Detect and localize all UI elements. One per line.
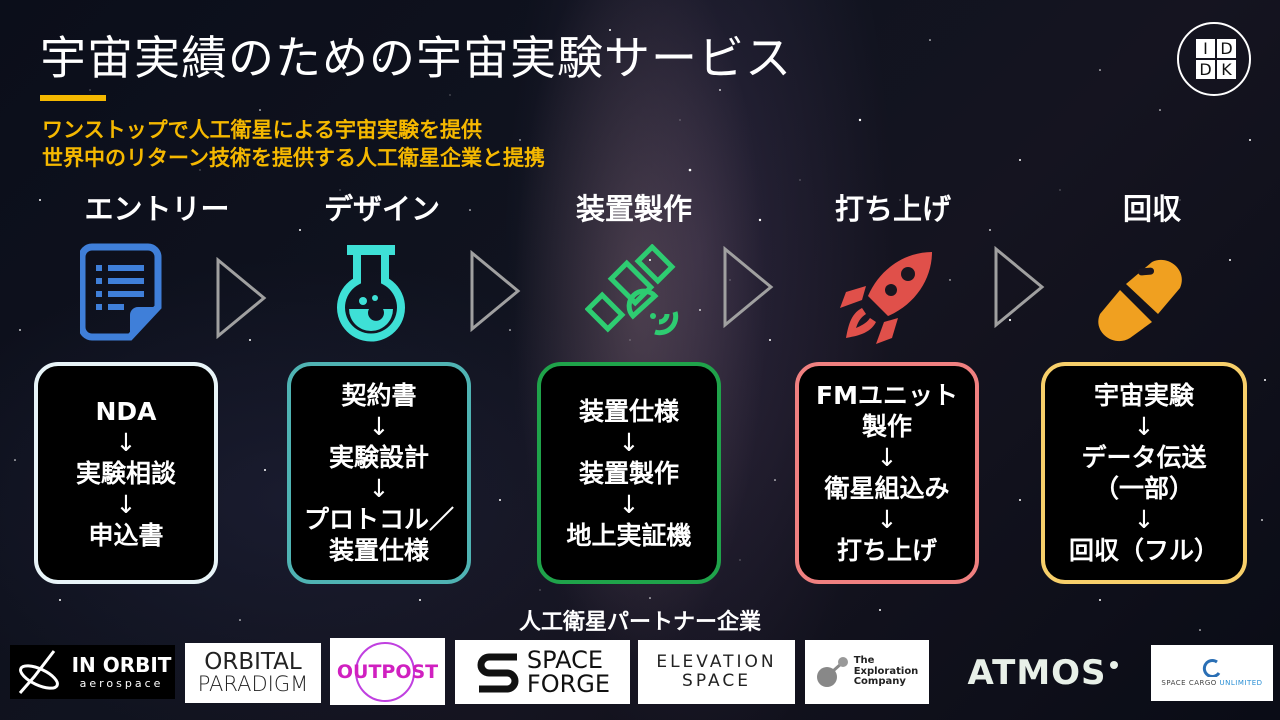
partner-logo-outpost: OUTPOST xyxy=(330,638,445,705)
step-label-launch: 打ち上げ xyxy=(834,192,951,226)
box-line: NDA xyxy=(95,396,157,426)
down-arrow-icon: ↓ xyxy=(876,443,898,472)
step-box-recovery: 宇宙実験 ↓ データ伝送 （一部） ↓ 回収（フル） xyxy=(1041,362,1247,584)
space-forge-sub: FORGE xyxy=(526,670,611,698)
down-arrow-icon: ↓ xyxy=(368,412,390,441)
down-arrow-icon: ↓ xyxy=(115,489,137,519)
subtitle-line-2: 世界中のリターン技術を提供する人工衛星企業と提携 xyxy=(42,146,545,170)
down-arrow-icon: ↓ xyxy=(115,427,137,457)
chevron-right-icon xyxy=(723,246,774,328)
logo-letter: D xyxy=(1217,39,1236,58)
exploration-line-2: Exploration xyxy=(853,665,919,677)
box-line: 実験設計 xyxy=(328,443,429,472)
document-list-icon xyxy=(80,243,162,341)
space-cargo-name: SPACE CARGO xyxy=(1161,679,1217,687)
space-cargo-sub: UNLIMITED xyxy=(1219,679,1263,687)
title-underline-accent xyxy=(40,95,106,101)
elevation-name: ELEVATION xyxy=(656,652,777,673)
down-arrow-icon: ↓ xyxy=(1133,505,1155,534)
box-line: 装置製作 xyxy=(578,458,679,488)
step-box-entry: NDA ↓ 実験相談 ↓ 申込書 xyxy=(34,362,218,584)
down-arrow-icon: ↓ xyxy=(368,474,390,503)
space-cargo-swirl-icon xyxy=(1202,659,1221,677)
box-line: 宇宙実験 xyxy=(1093,381,1194,410)
partner-logo-atmos: ATMOS xyxy=(945,648,1140,698)
partners-title: 人工衛星パートナー企業 xyxy=(518,610,761,635)
down-arrow-icon: ↓ xyxy=(618,489,640,519)
partner-logo-exploration-company: The Exploration Company xyxy=(805,640,929,704)
step-label-fabrication: 装置製作 xyxy=(575,192,692,226)
box-line: （一部） xyxy=(1093,474,1194,503)
chevron-right-icon xyxy=(470,250,521,332)
box-line: 装置仕様 xyxy=(578,396,679,426)
space-forge-name: SPACE xyxy=(526,646,604,674)
iddk-logo: I D D K xyxy=(1177,22,1251,96)
step-box-launch: FMユニット 製作 ↓ 衛星組込み ↓ 打ち上げ xyxy=(795,362,979,584)
exploration-company-icon xyxy=(816,657,848,687)
step-label-recovery: 回収 xyxy=(1122,192,1181,226)
exploration-line-3: Company xyxy=(853,676,906,688)
partner-logo-orbital-paradigm: ORBITAL PARADIGM xyxy=(185,643,321,703)
box-line: 装置仕様 xyxy=(328,536,429,565)
step-box-fabrication: 装置仕様 ↓ 装置製作 ↓ 地上実証機 xyxy=(537,362,721,584)
in-orbit-sub: aerospace xyxy=(79,677,164,690)
space-forge-s-icon xyxy=(477,653,519,693)
capsule-icon xyxy=(1098,259,1182,342)
in-orbit-name: IN ORBIT xyxy=(71,653,172,677)
flask-icon xyxy=(337,245,405,342)
subtitle: ワンストップで人工衛星による宇宙実験を提供 世界中のリターン技術を提供する人工衛… xyxy=(42,116,545,172)
logo-letter: K xyxy=(1217,60,1236,79)
step-label-entry: エントリー xyxy=(84,192,230,226)
logo-letter: I xyxy=(1196,39,1215,58)
in-orbit-swoosh-icon xyxy=(18,650,59,694)
box-line: FMユニット xyxy=(816,381,958,410)
box-line: 衛星組込み xyxy=(824,474,950,503)
page-title: 宇宙実績のための宇宙実験サービス xyxy=(40,31,792,85)
box-line: 回収（フル） xyxy=(1068,536,1219,565)
box-line: 地上実証機 xyxy=(566,520,692,550)
partner-logo-in-orbit: IN ORBIT aerospace xyxy=(10,645,175,699)
down-arrow-icon: ↓ xyxy=(618,427,640,457)
step-box-design: 契約書 ↓ 実験設計 ↓ プロトコル／ 装置仕様 xyxy=(287,362,471,584)
chevron-right-icon xyxy=(994,246,1045,328)
down-arrow-icon: ↓ xyxy=(876,505,898,534)
orbital-name: ORBITAL xyxy=(204,649,302,675)
logo-letter: D xyxy=(1196,60,1215,79)
exploration-line-1: The xyxy=(853,655,875,667)
box-line: 打ち上げ xyxy=(836,536,937,565)
box-line: 実験相談 xyxy=(75,458,176,488)
satellite-icon xyxy=(585,244,679,336)
partner-logo-space-forge: SPACE FORGE xyxy=(455,640,630,704)
step-label-design: デザイン xyxy=(323,192,440,226)
chevron-right-icon xyxy=(216,257,267,339)
box-line: データ伝送 xyxy=(1081,443,1207,472)
elevation-sub: SPACE xyxy=(682,671,751,691)
partner-logo-elevation-space: ELEVATION SPACE xyxy=(638,640,795,704)
box-line: 製作 xyxy=(861,412,912,441)
subtitle-line-1: ワンストップで人工衛星による宇宙実験を提供 xyxy=(42,118,482,142)
partner-logo-space-cargo-unlimited: SPACE CARGO UNLIMITED xyxy=(1151,645,1273,701)
atmos-name: ATMOS xyxy=(967,653,1107,693)
outpost-name: OUTPOST xyxy=(336,660,439,683)
box-line: 申込書 xyxy=(88,520,164,550)
rocket-icon xyxy=(840,252,932,344)
box-line: 契約書 xyxy=(341,381,417,410)
orbital-sub: PARADIGM xyxy=(197,672,309,696)
box-line: プロトコル／ xyxy=(303,505,454,534)
down-arrow-icon: ↓ xyxy=(1133,412,1155,441)
